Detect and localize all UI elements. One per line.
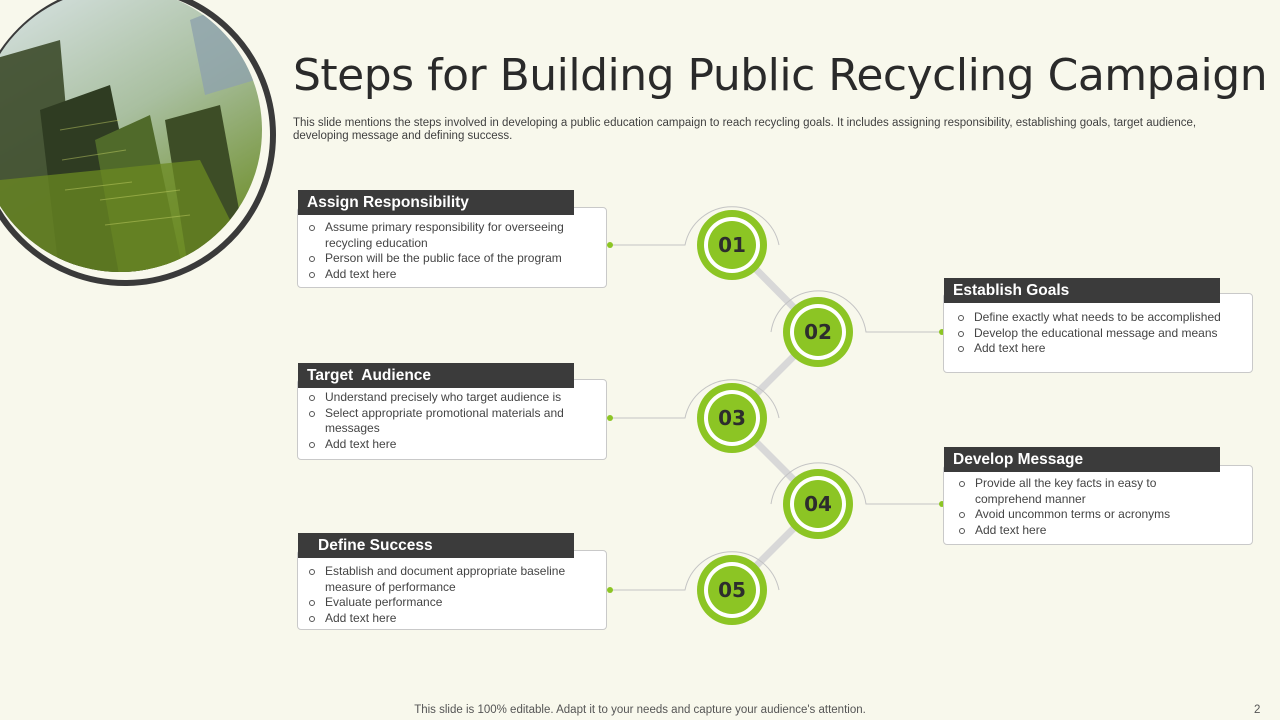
step-box-establish-goals: [943, 293, 1253, 373]
list-item: Establish and document appropriate basel…: [306, 564, 566, 595]
step-title-develop-message: Develop Message: [944, 447, 1220, 472]
list-item: Evaluate performance: [306, 595, 566, 611]
list-item: Person will be the public face of the pr…: [306, 251, 586, 267]
footer-note: This slide is 100% editable. Adapt it to…: [414, 704, 866, 716]
list-item: Select appropriate promotional materials…: [306, 406, 586, 437]
step-circle-04: [783, 469, 853, 539]
list-item: Provide all the key facts in easy to com…: [956, 476, 1216, 507]
step-box-define-success: [297, 550, 607, 630]
list-item: Add text here: [956, 523, 1216, 539]
list-item: Assume primary responsibility for overse…: [306, 220, 586, 251]
list-item: Avoid uncommon terms or acronyms: [956, 507, 1216, 523]
step-points-define-success: Establish and document appropriate basel…: [306, 564, 566, 626]
step-title-target-audience: Target Audience: [298, 363, 574, 388]
step-title-establish-goals: Establish Goals: [944, 278, 1220, 303]
step-circle-01: [697, 210, 767, 280]
step-circles: [697, 210, 853, 625]
step-title-define-success: Define Success: [298, 533, 574, 558]
step-points-develop-message: Provide all the key facts in easy to com…: [956, 476, 1216, 538]
step-points-target-audience: Understand precisely who target audience…: [306, 390, 586, 452]
list-item: Develop the educational message and mean…: [955, 326, 1245, 342]
step-number-05: 05: [718, 578, 746, 602]
list-item: Add text here: [955, 341, 1245, 357]
city-buildings-image: [0, 0, 276, 286]
list-item: Define exactly what needs to be accompli…: [955, 310, 1245, 326]
page-title: Steps for Building Public Recycling Camp…: [293, 50, 1268, 101]
step-points-establish-goals: Define exactly what needs to be accompli…: [955, 310, 1245, 357]
box-connectors: [610, 206, 942, 591]
step-circle-05: [697, 555, 767, 625]
step-number-04: 04: [804, 492, 832, 516]
step-title-assign-responsibility: Assign Responsibility: [298, 190, 574, 215]
step-circle-03: [697, 383, 767, 453]
step-number-03: 03: [718, 406, 746, 430]
step-box-develop-message: [943, 465, 1253, 545]
list-item: Add text here: [306, 611, 566, 627]
list-item: Add text here: [306, 267, 586, 283]
step-number-02: 02: [804, 320, 832, 344]
step-number-01: 01: [718, 233, 746, 257]
slide-description: This slide mentions the steps involved i…: [293, 117, 1197, 142]
list-item: Add text here: [306, 437, 586, 453]
list-item: Understand precisely who target audience…: [306, 390, 586, 406]
step-points-assign-responsibility: Assume primary responsibility for overse…: [306, 220, 586, 282]
step-circle-02: [783, 297, 853, 367]
page-number: 2: [1254, 704, 1261, 716]
